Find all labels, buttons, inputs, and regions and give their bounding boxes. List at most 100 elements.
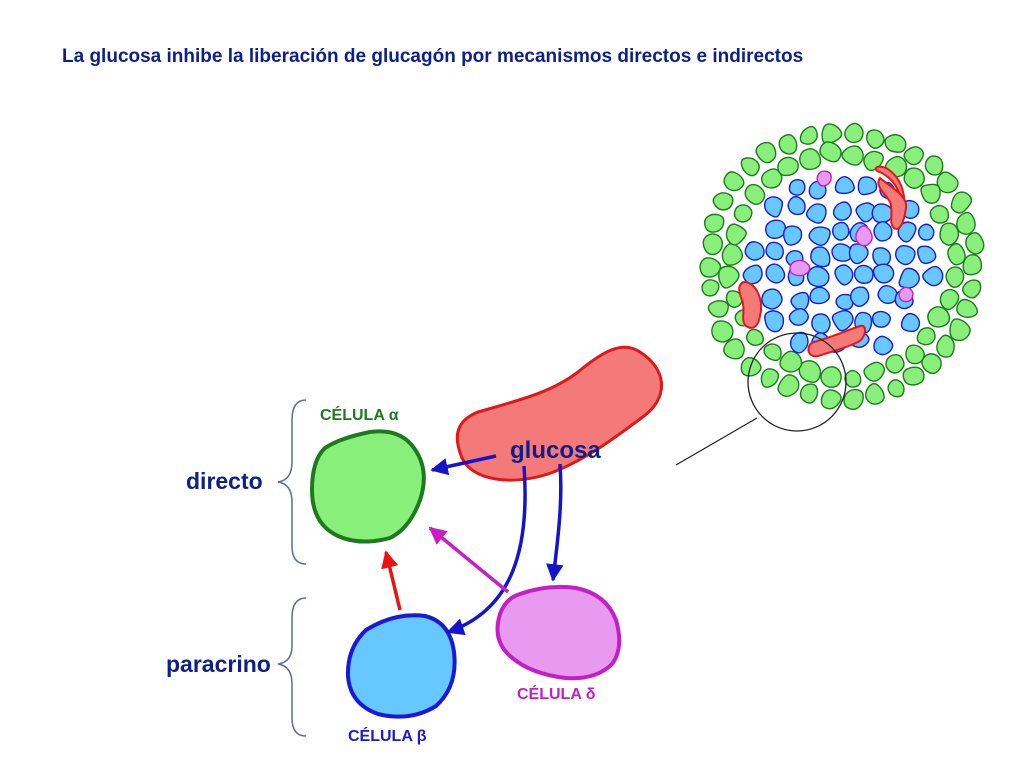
islet-beta-cell — [764, 310, 785, 333]
islet-alpha-cell — [721, 242, 743, 266]
delta-cell-label: CÉLULA δ — [517, 684, 596, 703]
islet-beta-cell — [808, 226, 831, 246]
islet-alpha-cell — [903, 146, 925, 166]
islet-beta-cell — [849, 286, 870, 307]
delta-cell — [495, 584, 622, 681]
islet-capillary — [807, 324, 866, 358]
islet-beta-cell — [871, 310, 891, 328]
islet-beta-cell — [917, 223, 935, 241]
islet-alpha-cell — [929, 204, 950, 224]
islet-beta-cell — [765, 219, 787, 240]
glucose-to-delta-arrow — [546, 463, 564, 582]
islet-alpha-cell — [841, 145, 864, 166]
islet-alpha-cell — [712, 192, 734, 211]
islet-alpha-cell — [699, 257, 722, 278]
islet-beta-cell — [872, 263, 895, 284]
islet-alpha-cell — [760, 368, 780, 388]
islet-alpha-cell — [777, 156, 799, 177]
islet-alpha-cell — [905, 344, 925, 365]
islet-capillary — [877, 176, 908, 230]
islet-alpha-cell — [956, 298, 978, 319]
direct-brace — [277, 399, 307, 565]
islet-alpha-cell — [962, 254, 983, 276]
islet-alpha-cell — [799, 125, 818, 145]
direct-label: directo — [186, 468, 263, 494]
beta-to-alpha-arrow — [381, 550, 402, 611]
islet-alpha-cell — [778, 133, 798, 155]
pancreatic-islet-illustration — [699, 122, 985, 411]
islet-alpha-cell — [947, 243, 966, 266]
islet-alpha-cell — [844, 122, 864, 144]
islet-beta-cell — [805, 203, 827, 224]
islet-beta-cell — [789, 331, 809, 354]
islet-alpha-cell — [916, 327, 936, 346]
islet-beta-cell — [782, 225, 803, 246]
islet-alpha-cell — [763, 343, 782, 362]
islet-alpha-cell — [885, 353, 905, 374]
islet-alpha-cell — [866, 129, 885, 149]
page-title: La glucosa inhibe la liberación de gluca… — [62, 46, 804, 67]
islet-alpha-cell — [820, 389, 842, 410]
islet-beta-cell — [872, 247, 892, 267]
beta-cell-label: CÉLULA β — [348, 726, 427, 745]
islet-beta-cell — [761, 288, 783, 310]
islet-alpha-cell — [903, 167, 925, 189]
islet-beta-cell — [922, 265, 944, 287]
islet-alpha-cell — [723, 171, 745, 192]
islet-alpha-cell — [864, 382, 885, 405]
paracrine-label: paracrino — [166, 651, 271, 677]
islet-alpha-cell — [777, 374, 800, 398]
islet-beta-cell — [831, 221, 850, 241]
islet-alpha-cell — [701, 279, 720, 297]
islet-alpha-cell — [723, 338, 745, 360]
islet-beta-cell — [853, 264, 874, 284]
islet-alpha-cell — [939, 222, 960, 246]
islet-alpha-cell — [819, 141, 842, 163]
islet-beta-cell — [787, 195, 806, 216]
islet-beta-cell — [810, 246, 831, 268]
islet-alpha-cell — [921, 353, 942, 375]
islet-alpha-cell — [711, 320, 734, 343]
islet-alpha-cell — [884, 134, 907, 153]
islet-delta-cell — [855, 225, 873, 247]
islet-beta-cell — [765, 241, 784, 261]
islet-beta-cell — [871, 203, 894, 224]
islet-alpha-cell — [755, 141, 777, 164]
islet-beta-cell — [857, 176, 878, 196]
islet-beta-cell — [811, 313, 831, 334]
islet-alpha-cell — [920, 183, 941, 204]
islet-beta-cell — [873, 335, 894, 356]
islet-alpha-cell — [956, 211, 976, 235]
islet-alpha-cell — [936, 334, 955, 358]
glucose-to-beta-arrow — [446, 465, 527, 636]
islet-beta-cell — [916, 245, 937, 265]
islet-alpha-cell — [820, 366, 842, 388]
islet-delta-cell — [816, 170, 832, 187]
islet-alpha-cell — [779, 350, 803, 373]
islet-alpha-cell — [799, 383, 819, 404]
islet-alpha-cell — [740, 157, 760, 177]
islet-alpha-cell — [949, 318, 971, 342]
islet-beta-cell — [744, 241, 765, 261]
islet-alpha-cell — [924, 155, 944, 176]
islet-beta-cell — [790, 291, 810, 311]
islet-alpha-cell — [821, 123, 843, 145]
islet-alpha-cell — [936, 171, 959, 194]
islet-beta-cell — [835, 293, 854, 311]
beta-cell — [345, 613, 457, 719]
islet-beta-cell — [834, 264, 854, 286]
islet-alpha-cell — [927, 306, 951, 328]
islet-beta-cell — [788, 308, 809, 326]
glucose-label: glucosa — [510, 437, 601, 464]
islet-alpha-cell — [962, 279, 982, 299]
islet-beta-cell — [806, 265, 830, 288]
islet-beta-cell — [877, 285, 899, 305]
islet-alpha-cell — [950, 191, 973, 214]
islet-beta-cell — [765, 263, 786, 284]
delta-to-alpha-arrow — [428, 526, 510, 594]
islet-beta-cell — [809, 286, 831, 305]
islet-alpha-cell — [902, 366, 925, 386]
alpha-cell-label: CÉLULA α — [320, 405, 399, 424]
islet-beta-cell — [831, 243, 853, 262]
islet-alpha-cell — [843, 388, 864, 411]
